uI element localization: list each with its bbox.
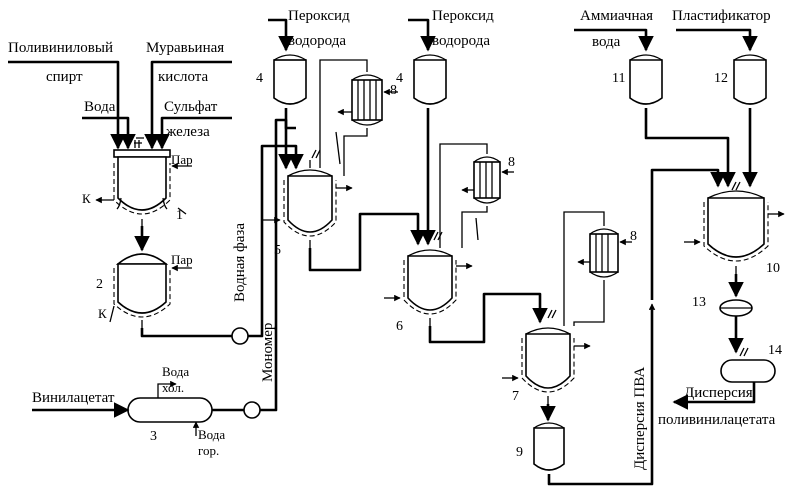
condensate-label-2: К [98,306,107,321]
input-label-formic-acid-1: Муравьиная [146,40,224,56]
heat-exchanger-3 [127,397,213,423]
input-label-plasticizer: Пластификатор [672,8,771,24]
tank-4-second [413,54,447,105]
filter-13 [719,299,753,317]
input-label-polyvinyl-alcohol-1: Поливиниловый [8,40,113,56]
equipment-number-7: 7 [512,389,519,404]
aqueous-phase-label: Водная фаза [232,223,248,302]
equipment-number-12: 12 [714,71,728,86]
condenser-8-third [589,228,619,278]
input-label-peroxide-a-1: Пероксид [288,8,350,24]
reactor-1 [113,149,171,226]
equipment-number-8-first: 8 [390,83,397,98]
condenser-8-second [473,156,501,204]
tank-9 [533,422,565,471]
reactor-6 [403,249,457,326]
input-label-iron-sulfate-1: Сульфат [164,99,218,115]
reactor-2 [113,253,171,328]
equipment-number-11: 11 [612,71,625,86]
reactor-7 [521,327,575,404]
reactor-5 [283,169,337,248]
hot-water-label-1: Вода [198,427,225,442]
equipment-number-5: 5 [274,243,281,258]
storage-tank-14 [720,359,776,383]
equipment-number-3: 3 [150,429,157,444]
aqueous-phase-pump [231,327,249,345]
input-label-polyvinyl-alcohol-2: спирт [46,69,83,85]
input-label-iron-sulfate-2: железа [165,124,210,140]
tank-11 [629,54,663,105]
monomer-label: Мономер [260,323,276,382]
equipment-number-4-second: 4 [396,71,403,86]
cold-water-label-2: хол. [162,380,184,395]
equipment-number-8-second: 8 [508,155,515,170]
input-label-peroxide-b-1: Пероксид [432,8,494,24]
hot-water-label-2: гор. [198,443,219,458]
equipment-number-1: 1 [176,208,183,223]
pva-dispersion-label: Дисперсия ПВА [632,367,648,470]
input-label-water: Вода [84,99,116,115]
condensate-label-1: К [82,191,91,206]
tank-12 [733,54,767,105]
reactor-10 [703,190,769,274]
tank-4-first [273,54,307,105]
steam-label-2: Пар [171,252,193,267]
equipment-number-10: 10 [766,261,780,276]
input-label-peroxide-b-2: водорода [432,33,490,49]
input-label-peroxide-a-2: водорода [288,33,346,49]
monomer-pump [243,401,261,419]
condenser-8-first [351,74,383,126]
equipment-number-14: 14 [768,343,782,358]
equipment-number-13: 13 [692,295,706,310]
equipment-number-4-first: 4 [256,71,263,86]
cold-water-label-1: Вода [162,364,189,379]
input-label-vinyl-acetate: Винилацетат [32,390,115,406]
input-label-ammonia-1: Аммиачная [580,8,653,24]
product-label-2: поливинилацетата [658,412,776,428]
equipment-number-2: 2 [96,277,103,292]
product-label-1: Дисперсия [684,385,753,401]
input-label-ammonia-2: вода [592,34,621,50]
input-label-formic-acid-2: кислота [158,69,208,85]
equipment-number-6: 6 [396,319,403,334]
equipment-number-8-third: 8 [630,229,637,244]
equipment-number-9: 9 [516,445,523,460]
steam-label-1: Пар [171,152,193,167]
